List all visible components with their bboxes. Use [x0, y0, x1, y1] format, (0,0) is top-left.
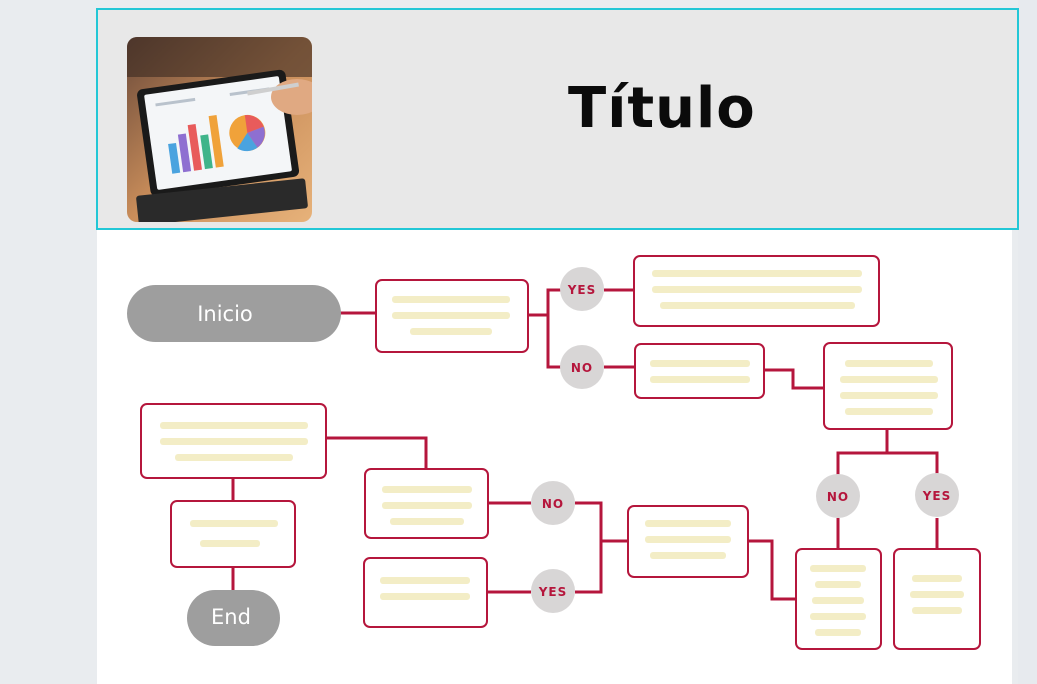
- decision-no-top[interactable]: [560, 345, 604, 389]
- decision-label: NO: [571, 361, 593, 375]
- decision-label: NO: [827, 490, 849, 504]
- decision-label: YES: [922, 489, 952, 503]
- decision-no-mid[interactable]: [531, 481, 575, 525]
- decision-label: YES: [567, 283, 597, 297]
- process-box[interactable]: [363, 557, 488, 628]
- decision-yes-top[interactable]: [560, 267, 604, 311]
- decision-label: NO: [542, 497, 564, 511]
- flowchart-connectors: [231, 288, 939, 601]
- process-box[interactable]: [634, 343, 765, 399]
- start-terminal[interactable]: Inicio: [127, 285, 341, 342]
- process-box[interactable]: [823, 342, 953, 430]
- decision-no-right[interactable]: [816, 474, 860, 518]
- decision-yes-right[interactable]: [915, 473, 959, 517]
- process-box[interactable]: [893, 548, 981, 650]
- header-banner[interactable]: Título: [96, 8, 1019, 230]
- page-title[interactable]: Título: [568, 76, 756, 141]
- start-label: Inicio: [197, 302, 253, 326]
- placeholder-text-lines: [160, 270, 964, 636]
- tablet-with-charts-photo: [127, 37, 312, 222]
- end-label: End: [211, 605, 251, 629]
- decision-yes-bottom[interactable]: [531, 569, 575, 613]
- end-terminal[interactable]: End: [187, 590, 280, 646]
- process-box[interactable]: [170, 500, 296, 568]
- decision-label: YES: [538, 585, 568, 599]
- side-scroll-strip: [1018, 0, 1037, 684]
